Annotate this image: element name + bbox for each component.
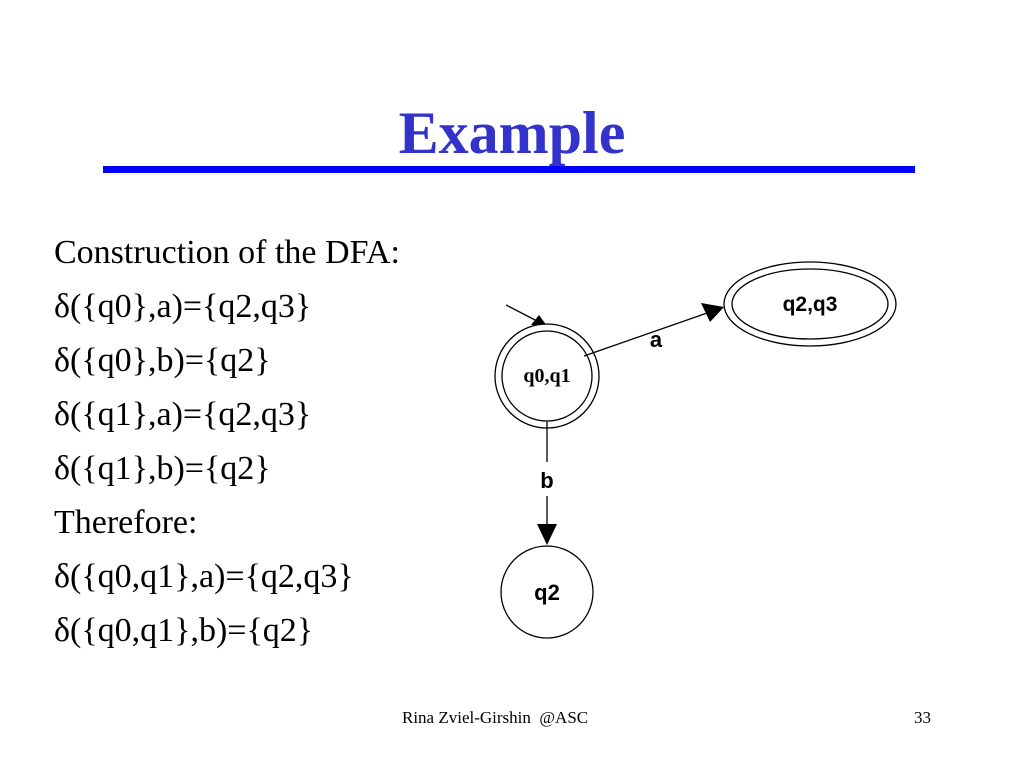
transition-a: a xyxy=(583,303,724,357)
body-line-delta-q0-b: δ({q0},b)={q2} xyxy=(54,342,271,379)
state-q0-q1-label: q0,q1 xyxy=(523,365,570,387)
transition-a-label: a xyxy=(650,327,663,352)
title-underline xyxy=(103,166,915,173)
body-line-delta-q1-b: δ({q1},b)={q2} xyxy=(54,450,271,487)
body-line-delta-q0-a: δ({q0},a)={q2,q3} xyxy=(54,288,312,325)
body-line-delta-q1-a: δ({q1},a)={q2,q3} xyxy=(54,396,312,433)
state-q2-q3-inner-ring xyxy=(731,268,889,340)
footer-author: Rina Zviel-Girshin @ASC xyxy=(402,708,589,727)
body-line-delta-q0q1-b: δ({q0,q1},b)={q2} xyxy=(54,612,314,649)
slide-number: 33 xyxy=(914,708,931,727)
state-q2: q2 xyxy=(500,545,594,639)
body-line-intro: Construction of the DFA: xyxy=(54,234,400,271)
transition-a-arrowhead xyxy=(701,303,724,322)
slide-title: Example xyxy=(398,100,626,166)
transition-a-line xyxy=(583,311,711,357)
transition-b-arrowhead xyxy=(537,524,557,545)
state-q0-q1: q0,q1 xyxy=(494,323,600,429)
transition-b: b xyxy=(537,421,557,545)
body-line-therefore: Therefore: xyxy=(54,504,198,541)
body-line-delta-q0q1-a: δ({q0,q1},a)={q2,q3} xyxy=(54,558,354,595)
state-q2-label: q2 xyxy=(534,580,560,605)
state-q2-ring xyxy=(500,545,594,639)
transition-b-label: b xyxy=(540,468,553,493)
state-q2-q3: q2,q3 xyxy=(723,261,897,347)
transition-list: Construction of the DFA: δ({q0},a)={q2,q… xyxy=(54,226,400,658)
initial-arrow xyxy=(505,304,547,326)
state-q2-q3-label: q2,q3 xyxy=(783,293,838,316)
